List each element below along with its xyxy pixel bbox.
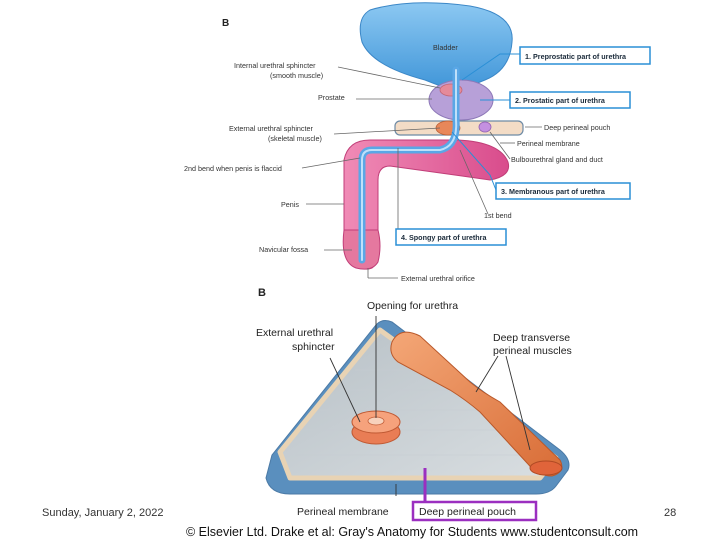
copyright-line: © Elsevier Ltd. Drake et al: Gray's Anat… xyxy=(186,525,638,539)
label-opening-urethra: Opening for urethra xyxy=(367,300,458,312)
box-prostatic-text: 2. Prostatic part of urethra xyxy=(515,96,606,105)
label-external-sphincter-sub: (skeletal muscle) xyxy=(268,134,322,143)
label-deep-transverse: Deep transverse xyxy=(493,332,570,344)
box-preprostatic xyxy=(519,46,651,65)
deep-transverse-muscle xyxy=(390,331,563,477)
urethra-lumen xyxy=(361,69,458,261)
label-internal-sphincter: Internal urethral sphincter xyxy=(234,61,316,70)
slide-page-number: 28 xyxy=(664,507,677,519)
label-external-orifice: External urethral orifice xyxy=(401,274,475,283)
label-perineal-membrane-top: Perineal membrane xyxy=(517,139,580,148)
box-membranous-text: 3. Membranous part of urethra xyxy=(501,187,606,196)
box-deep-perineal-pouch xyxy=(411,500,538,522)
slide-date: Sunday, January 2, 2022 xyxy=(42,507,164,519)
label-navicular-fossa: Navicular fossa xyxy=(259,245,308,254)
label-first-bend: 1st bend xyxy=(484,211,512,220)
box-membranous xyxy=(495,182,631,200)
label-internal-sphincter-sub: (smooth muscle) xyxy=(270,71,323,80)
label-deep-transverse-sub: perineal muscles xyxy=(493,345,572,357)
bottom-leader-lines xyxy=(329,316,531,496)
bulbourethral-gland-shape xyxy=(478,121,492,133)
label-deep-perineal-pouch-top: Deep perineal pouch xyxy=(544,123,610,132)
label-ext-sphincter-bottom-sub: sphincter xyxy=(292,341,335,353)
label-prostate: Prostate xyxy=(318,93,345,102)
label-second-bend: 2nd bend when penis is flaccid xyxy=(184,164,282,173)
box-preprostatic-text: 1. Preprostatic part of urethra xyxy=(525,52,627,61)
label-ext-sphincter-bottom: External urethral xyxy=(256,327,333,339)
top-leader-lines xyxy=(301,66,542,279)
bottom-panel-letter: B xyxy=(258,287,266,299)
label-perineal-membrane-bottom: Perineal membrane xyxy=(297,506,389,518)
penis-shape xyxy=(343,139,510,270)
box-spongy-text: 4. Spongy part of urethra xyxy=(401,233,487,242)
box-prostatic xyxy=(509,91,631,109)
top-panel-letter: B xyxy=(222,18,229,29)
label-bulbourethral: Bulbourethral gland and duct xyxy=(511,155,603,164)
label-external-sphincter: External urethral sphincter xyxy=(229,124,314,133)
box-spongy xyxy=(395,228,507,246)
top-box-leaders xyxy=(397,53,520,238)
label-penis: Penis xyxy=(281,200,299,209)
label-bladder: Bladder xyxy=(433,43,458,52)
muscle-cut-end xyxy=(529,460,563,476)
urethra-opening xyxy=(367,416,385,426)
label-deep-perineal-pouch-bottom: Deep perineal pouch xyxy=(419,506,516,518)
